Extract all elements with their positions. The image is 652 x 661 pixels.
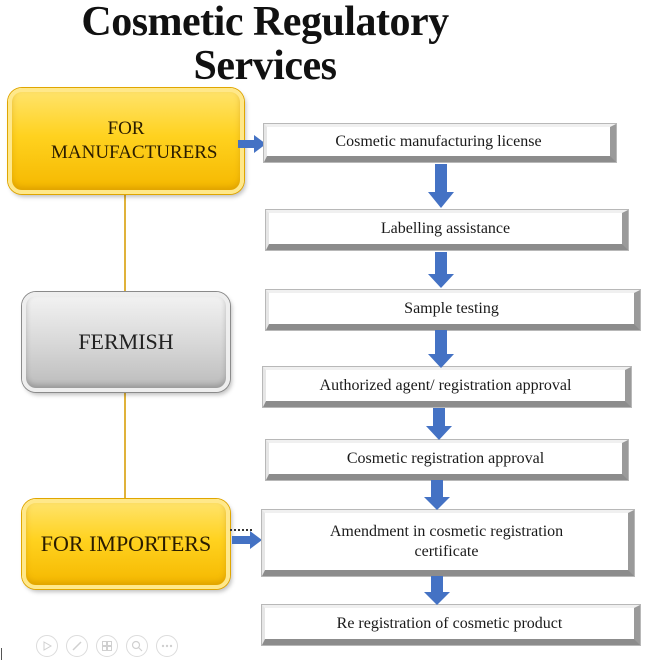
service-label: Cosmetic registration approval xyxy=(346,449,545,467)
edge-marker xyxy=(1,648,2,660)
for-manufacturers-label: FOR MANUFACTURERS xyxy=(51,118,218,163)
grid-icon[interactable] xyxy=(96,635,118,657)
down-arrow-icon xyxy=(424,576,450,605)
service-label: Authorized agent/ registration approval xyxy=(319,376,572,394)
down-arrow-icon xyxy=(424,480,450,510)
pen-icon[interactable] xyxy=(66,635,88,657)
for-manufacturers-box: FOR MANUFACTURERS xyxy=(8,88,244,194)
slideshow-controls xyxy=(36,635,178,657)
for-importers-box: FOR IMPORTERS xyxy=(22,499,230,589)
service-registration-approval: Cosmetic registration approval xyxy=(265,439,629,481)
connector-line-top xyxy=(124,194,126,292)
title-line-1: Cosmetic Regulatory xyxy=(81,0,449,45)
more-icon[interactable] xyxy=(156,635,178,657)
right-arrow-icon xyxy=(238,134,266,154)
title-line-2: Services xyxy=(193,43,337,89)
play-icon[interactable] xyxy=(36,635,58,657)
fermish-label: FERMISH xyxy=(78,329,174,354)
service-amendment: Amendment in cosmetic registration certi… xyxy=(261,509,635,577)
dotted-connector xyxy=(230,529,252,531)
zoom-icon[interactable] xyxy=(126,635,148,657)
service-label: Labelling assistance xyxy=(380,219,511,237)
service-label: Amendment in cosmetic registration certi… xyxy=(329,522,564,560)
service-authorized-agent: Authorized agent/ registration approval xyxy=(262,366,632,408)
down-arrow-icon xyxy=(428,164,454,208)
down-arrow-icon xyxy=(428,330,454,368)
right-arrow-icon xyxy=(232,530,262,550)
fermish-box: FERMISH xyxy=(22,292,230,392)
service-re-registration: Re registration of cosmetic product xyxy=(261,604,641,646)
down-arrow-icon xyxy=(428,252,454,288)
service-label: Re registration of cosmetic product xyxy=(336,614,563,632)
connector-line-bottom xyxy=(124,392,126,499)
service-manufacturing-license: Cosmetic manufacturing license xyxy=(263,123,617,163)
for-importers-label: FOR IMPORTERS xyxy=(40,531,212,556)
service-label: Cosmetic manufacturing license xyxy=(335,132,542,150)
service-sample-testing: Sample testing xyxy=(265,289,641,331)
down-arrow-icon xyxy=(426,408,452,440)
service-label: Sample testing xyxy=(404,299,499,317)
service-labelling-assistance: Labelling assistance xyxy=(265,209,629,251)
